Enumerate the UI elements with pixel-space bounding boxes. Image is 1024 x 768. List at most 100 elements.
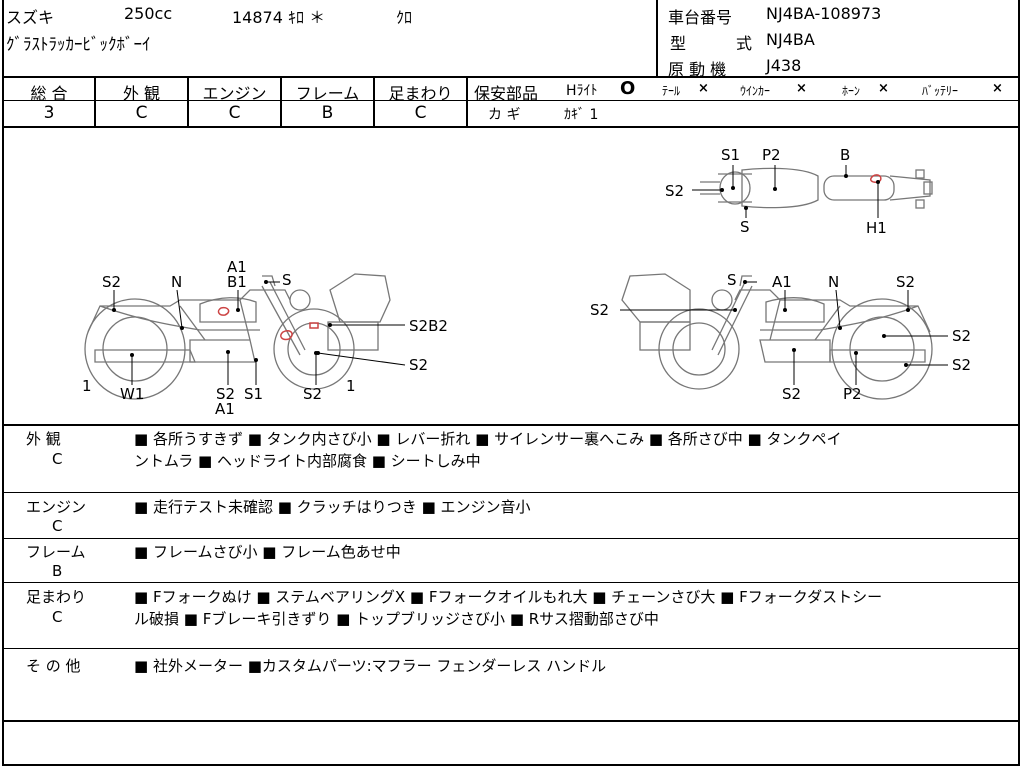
note-line: ■ 各所うすきず ■ タンク内さび小 ■ レバー折れ ■ サイレンサー裏へこみ … (134, 430, 842, 448)
grade-engine-value: C (228, 103, 241, 123)
note-label-frame: フレーム (26, 543, 86, 561)
note-grade-frame: B (52, 562, 63, 580)
model-code: NJ4BA (766, 30, 815, 49)
note-grade-engine: C (52, 517, 63, 535)
note-grade-exterior: C (52, 450, 63, 468)
rule (2, 492, 1020, 493)
col-divider (280, 76, 282, 126)
diagram-label: S (740, 218, 750, 236)
col-divider (466, 76, 468, 126)
frame-no: NJ4BA-108973 (766, 4, 882, 23)
safety-headlight: Hﾗｲﾄ (566, 83, 598, 99)
mileage: 14874 ｷﾛ ＊ (232, 8, 326, 27)
grade-frame-label: フレーム (295, 84, 360, 103)
safety-tail-mark: × (698, 81, 709, 96)
grade-exterior-value: C (135, 103, 148, 123)
rule (2, 126, 1020, 128)
bike-top-view (700, 167, 933, 209)
key-label: カ ギ (488, 107, 521, 123)
note-line: ■ フレームさび小 ■ フレーム色あせ中 (134, 543, 401, 561)
grade-overall-value: 3 (43, 103, 55, 123)
safety-winker-mark: × (796, 81, 807, 96)
grade-suspension-label: 足まわり (388, 84, 453, 103)
damage-mark (280, 329, 293, 341)
note-line: ル破損 ■ Fブレーキ引きずり ■ トップブリッジさび小 ■ Rサス摺動部さび中 (134, 610, 659, 628)
diagram-label: S2 (782, 385, 802, 403)
diagram-label: S1 (721, 146, 741, 164)
safety-horn-mark: × (878, 81, 889, 96)
diagram-label: S (282, 271, 292, 289)
key-value: ｶｷﾞ 1 (564, 107, 599, 123)
model-label-2: 式 (736, 34, 753, 53)
diagram-label: A1 (227, 258, 247, 276)
rule (2, 720, 1020, 722)
safety-tail: ﾃｰﾙ (662, 84, 681, 98)
diagram-label: S2 (665, 182, 685, 200)
col-divider (187, 76, 189, 126)
diagram-label: P2 (843, 385, 862, 403)
diagram-label: S2 (952, 356, 972, 374)
diagram-label: N (828, 273, 840, 291)
engine-code: J438 (766, 56, 802, 75)
note-line: ントムラ ■ ヘッドライト内部腐食 ■ シートしみ中 (134, 452, 481, 470)
diagram-label: B (840, 146, 851, 164)
engine-label: 原 動 機 (668, 60, 727, 79)
note-label-suspension: 足まわり (26, 588, 87, 606)
safety-headlight-mark: O (620, 78, 636, 99)
rule (2, 538, 1020, 539)
diagram-label: S2 (896, 273, 916, 291)
frame-no-label: 車台番号 (668, 8, 733, 27)
diagram-label: 1 (82, 377, 92, 395)
safety-winker: ｳｲﾝｶｰ (740, 84, 771, 98)
rule (2, 582, 1020, 583)
note-line: ■ 社外メーター ■カスタムパーツ:マフラー フェンダーレス ハンドル (134, 657, 607, 675)
note-label-engine: エンジン (26, 498, 87, 516)
safety-battery: ﾊﾞｯﾃﾘｰ (922, 84, 959, 98)
diagram-label: S2 (409, 356, 429, 374)
safety-battery-mark: × (992, 81, 1003, 96)
grade-exterior-label: 外 観 (122, 84, 161, 103)
diagram-label: N (171, 273, 183, 291)
rule (2, 764, 1020, 766)
diagram-label: S2B2 (409, 317, 448, 335)
rule (2, 100, 466, 101)
rule (2, 648, 1020, 649)
damage-mark (309, 322, 319, 329)
diagram-label: S2 (303, 385, 323, 403)
diagram-label: S2 (216, 385, 236, 403)
rule (466, 100, 1020, 101)
safety-horn: ﾎｰﾝ (842, 84, 861, 98)
note-line: ■ Fフォークぬけ ■ ステムベアリングX ■ Fフォークオイルもれ大 ■ チェ… (134, 588, 883, 606)
note-label-exterior: 外 観 (26, 430, 61, 448)
displacement: 250cc (124, 4, 173, 23)
col-divider (94, 76, 96, 126)
rule (2, 424, 1020, 426)
grade-suspension-value: C (414, 103, 427, 123)
grade-overall-label: 総 合 (30, 84, 68, 103)
rule (2, 76, 1020, 78)
note-grade-suspension: C (52, 608, 63, 626)
diagram-label: H1 (866, 219, 887, 237)
diagram-label: W1 (120, 385, 145, 403)
maker: スズキ (6, 8, 55, 27)
diagram-label: S2 (952, 327, 972, 345)
note-label-other: そ の 他 (26, 657, 81, 675)
diagram-label: A1 (215, 400, 235, 418)
grade-engine-label: エンジン (202, 84, 267, 103)
model-name: ｸﾞﾗｽﾄﾗｯｶｰﾋﾞｯｸﾎﾞｰｲ (6, 35, 151, 55)
diagram-label: A1 (772, 273, 792, 291)
diagram-label: 1 (346, 377, 356, 395)
diagram-label: S1 (244, 385, 264, 403)
color: ｸﾛ (396, 8, 413, 27)
diagram-label: B1 (227, 273, 247, 291)
bike-right-view (621, 273, 933, 400)
damage-diagram (84, 165, 948, 400)
diagram-label: S2 (102, 273, 122, 291)
diagram-label: S2 (590, 301, 610, 319)
col-divider (373, 76, 375, 126)
model-label-1: 型 (670, 34, 687, 53)
header-divider (656, 0, 658, 76)
diagram-label: P2 (762, 146, 781, 164)
damage-mark (217, 306, 230, 316)
